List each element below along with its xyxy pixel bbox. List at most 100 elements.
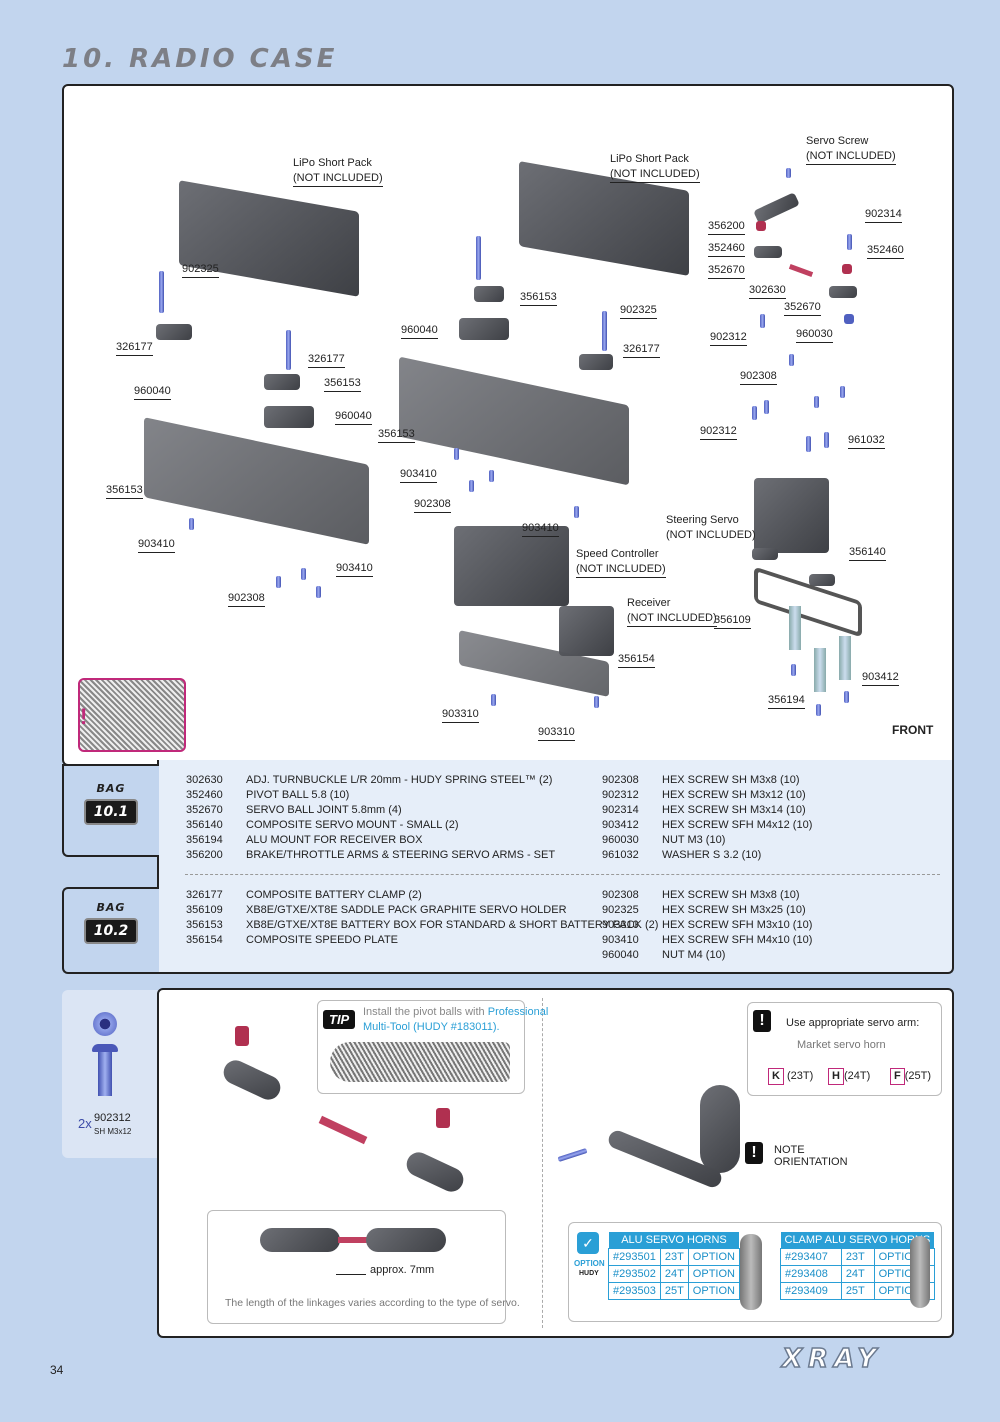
clamp-title: CLAMP ALU SERVO HORNS	[780, 1232, 935, 1249]
screw-903310-a	[491, 694, 496, 706]
detail-divider	[542, 998, 543, 1328]
servo-screw	[786, 168, 791, 178]
linkage-illustration-left	[260, 1228, 340, 1252]
part-label: 356194	[768, 693, 805, 709]
part-label: 902314	[865, 207, 902, 223]
approx-dimension	[336, 1274, 366, 1275]
part-label: 903310	[442, 707, 479, 723]
graphite-servo-holder	[754, 566, 862, 638]
screw-902325-left	[159, 271, 164, 313]
part-label: 356153	[378, 427, 415, 443]
note-label: NOTE	[774, 1144, 805, 1156]
bag-10-1-tag: BAG 10.1	[80, 782, 142, 825]
market-horn: Market servo horn	[797, 1039, 886, 1051]
clamp-horn-image	[910, 1236, 930, 1308]
page-title: 10. RADIO CASE	[62, 44, 338, 74]
part-label: 356153	[520, 290, 557, 306]
servo-arm-note: Use appropriate servo arm:	[786, 1017, 920, 1029]
label-lipo-right-ni: (NOT INCLUDED)	[610, 167, 700, 183]
servo-arm-illustration	[700, 1085, 740, 1173]
steering-servo	[754, 478, 829, 553]
screw-code: 902312	[94, 1112, 131, 1124]
battery-clamp-right2	[579, 354, 613, 370]
servo-ball-joint-b	[829, 286, 857, 298]
part-label: 352460	[708, 241, 745, 257]
servo-arm	[753, 192, 800, 224]
part-label: 902308	[740, 369, 777, 385]
part-label: 903410	[522, 521, 559, 537]
screw-servo-d	[814, 396, 819, 408]
parts-list-panel	[157, 760, 954, 974]
screw-903412-c	[816, 704, 821, 716]
part-label: 902325	[182, 262, 219, 278]
tip-text-line2: Multi-Tool (HUDY #183011).	[363, 1021, 500, 1033]
part-label: 960040	[335, 409, 372, 425]
horn-f: F(25T)	[890, 1068, 931, 1085]
screw-326177-left	[286, 330, 291, 370]
part-label: 352670	[784, 300, 821, 316]
screw-903410-right2	[574, 506, 579, 518]
screw-903412-b	[844, 691, 849, 703]
receiver	[559, 606, 614, 656]
turnbuckle	[788, 264, 814, 277]
label-servo-screw-ni: (NOT INCLUDED)	[806, 149, 896, 165]
part-label: 356200	[708, 219, 745, 235]
alu-horn-image	[740, 1234, 762, 1310]
part-label: 903410	[400, 467, 437, 483]
battery-clamp-left	[156, 324, 192, 340]
linkage-illustration-right	[366, 1228, 446, 1252]
battery-clamp-left2	[264, 374, 300, 390]
part-label: 356154	[618, 652, 655, 668]
hudy-label: HUDY	[579, 1270, 599, 1277]
part-label: 902312	[700, 424, 737, 440]
screw-961032-b	[824, 432, 829, 448]
bag-word: BAG	[96, 901, 126, 914]
screw-side-icon	[92, 1044, 118, 1052]
alu-mount-a	[789, 606, 801, 650]
servo-mount-b	[809, 574, 835, 586]
tip-text-line1: Install the pivot balls with Professiona…	[363, 1006, 549, 1018]
exclamation-icon: !	[753, 1010, 771, 1032]
part-label: 960040	[134, 384, 171, 400]
label-receiver-ni: (NOT INCLUDED)	[627, 611, 717, 627]
screw-spec: SH M3x12	[94, 1127, 132, 1136]
screw-servo-e	[840, 386, 845, 398]
label-steering-servo: Steering Servo	[666, 514, 739, 526]
part-label: 903410	[138, 537, 175, 553]
note-warning: !	[745, 1142, 763, 1164]
battery-box-left	[144, 417, 369, 545]
screw-902308-left2	[301, 568, 306, 580]
screw-902312-c	[764, 400, 769, 414]
servo-arm-box	[747, 1002, 942, 1096]
part-label: 902308	[228, 591, 265, 607]
screw-902314	[847, 234, 852, 250]
screw-shaft-icon	[98, 1052, 112, 1096]
label-steering-servo-ni: (NOT INCLUDED)	[666, 529, 756, 541]
servo-ball-joint-a	[754, 246, 782, 258]
part-label: 326177	[308, 352, 345, 368]
pivot-ball-illustration-b	[436, 1108, 450, 1128]
label-speed-controller: Speed Controller	[576, 548, 659, 560]
bag-number: 10.1	[83, 799, 139, 825]
label-lipo-left: LiPo Short Pack	[293, 157, 372, 169]
option-label: OPTION	[574, 1259, 605, 1268]
part-label: 356140	[849, 545, 886, 561]
